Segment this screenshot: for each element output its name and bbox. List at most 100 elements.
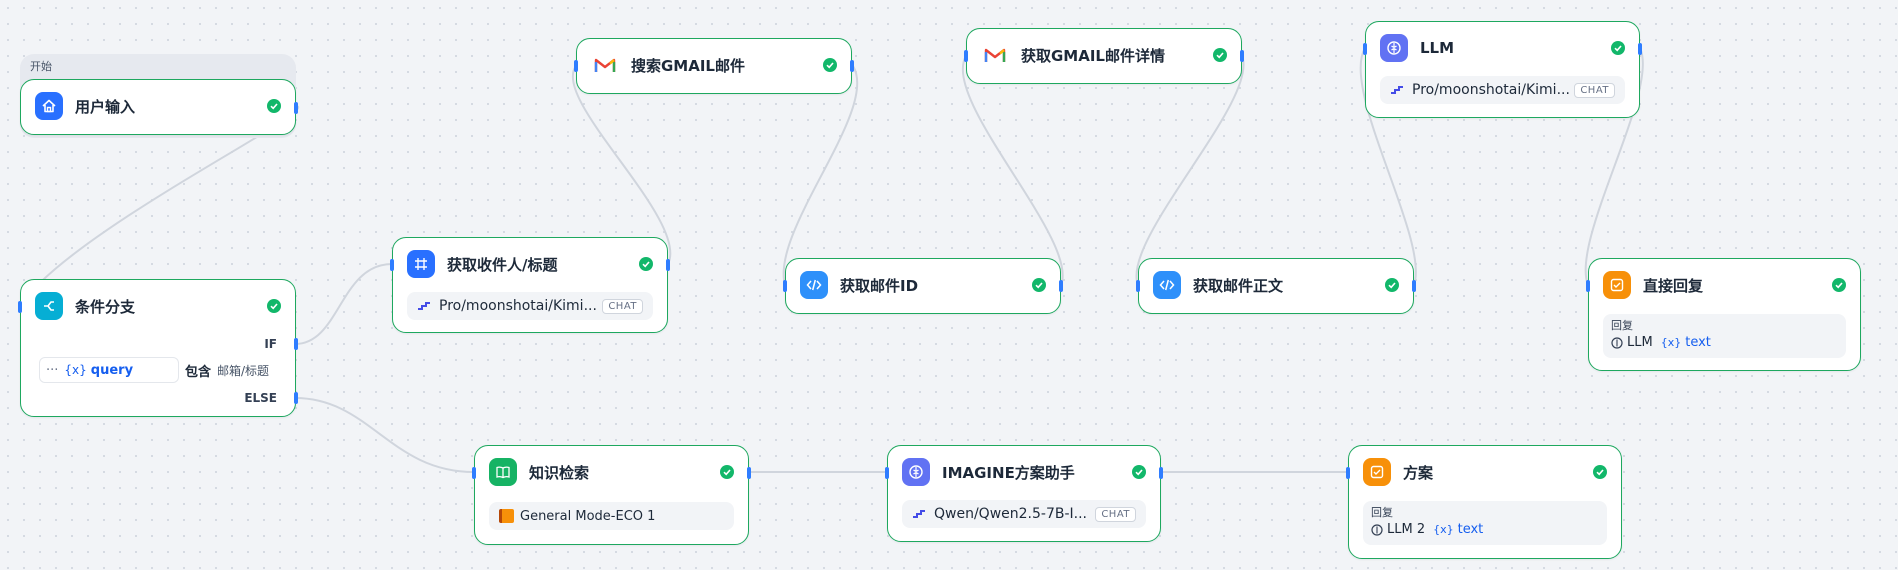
llm-brain-icon [1611, 336, 1623, 349]
output-handle[interactable] [1638, 43, 1642, 55]
output-handle[interactable] [1240, 50, 1244, 62]
else-output-handle[interactable] [294, 392, 298, 404]
output-handle[interactable] [747, 467, 751, 479]
llm-brain-icon [1380, 34, 1408, 62]
model-name: Pro/moonshotai/Kimi... [1412, 82, 1570, 98]
condition-value: 邮箱/标题 [217, 363, 270, 378]
node-search-gmail[interactable]: 搜索GMAIL邮件 [574, 38, 854, 94]
variable-icon: {x} [1660, 336, 1682, 349]
parameter-extractor-icon [407, 250, 435, 278]
node-parameter-extractor[interactable]: 获取收件人/标题 Pro/moonshotai/Kimi... CHAT [390, 237, 670, 333]
output-handle[interactable] [850, 60, 854, 72]
condition-variable-pill[interactable]: ··· {x} query [39, 357, 179, 383]
node-title: 获取收件人/标题 [447, 255, 558, 274]
node-title: 直接回复 [1643, 276, 1704, 295]
else-label: ELSE [244, 391, 277, 405]
start-group-label: 开始 [30, 60, 52, 73]
node-title: 条件分支 [75, 297, 136, 316]
node-get-mail-body[interactable]: 获取邮件正文 [1136, 258, 1416, 314]
condition-variable: query [90, 362, 134, 378]
output-handle[interactable] [1412, 280, 1416, 292]
check-circle-icon [267, 299, 281, 313]
edge-if-to-extract [294, 263, 393, 345]
input-handle[interactable] [472, 467, 476, 479]
check-circle-icon [1832, 278, 1846, 292]
edge-else-to-knowledge [294, 397, 475, 473]
output-handle[interactable] [294, 102, 298, 114]
reply-label: 回复 [1371, 506, 1393, 519]
reply-variable: LLM 2 {x} text [1371, 522, 1483, 537]
reply-var-name: text [1457, 522, 1484, 537]
reply-source: LLM 2 [1387, 522, 1426, 537]
model-selector[interactable]: Pro/moonshotai/Kimi... CHAT [1380, 76, 1625, 104]
edge-search-to-mailid [782, 65, 859, 286]
input-handle[interactable] [885, 467, 889, 479]
chat-badge: CHAT [1095, 506, 1136, 522]
node-title: 用户输入 [75, 97, 136, 116]
knowledge-base-item[interactable]: General Mode-ECO 1 [489, 502, 734, 530]
check-circle-icon [720, 465, 734, 479]
check-circle-icon [639, 257, 653, 271]
model-provider-icon [418, 302, 430, 310]
node-title: 方案 [1403, 463, 1434, 482]
model-name: Pro/moonshotai/Kimi... [439, 298, 597, 314]
node-knowledge-retrieval[interactable]: 知识检索 General Mode-ECO 1 [472, 445, 751, 545]
check-circle-icon [1385, 278, 1399, 292]
edge-detail-to-body [1135, 55, 1245, 286]
model-provider-icon [913, 510, 925, 518]
output-handle[interactable] [666, 259, 670, 271]
chat-badge: CHAT [602, 298, 643, 314]
node-condition-branch[interactable]: 条件分支 IF ··· {x} query 包含 邮箱/标题 ELSE [18, 279, 298, 417]
llm-brain-icon [1371, 523, 1383, 536]
input-handle[interactable] [783, 280, 787, 292]
node-plan-reply[interactable]: 方案 回复 LLM 2 {x} text [1346, 445, 1622, 559]
node-get-mail-id[interactable]: 获取邮件ID [783, 258, 1063, 314]
edge-mailid-to-detail [962, 55, 1064, 286]
check-circle-icon [1611, 41, 1625, 55]
node-gmail-detail[interactable]: 获取GMAIL邮件详情 [964, 28, 1244, 84]
input-handle[interactable] [1363, 43, 1367, 55]
model-selector[interactable]: Qwen/Qwen2.5-7B-I... CHAT [902, 500, 1146, 528]
output-handle[interactable] [1059, 280, 1063, 292]
condition-row[interactable]: ··· {x} query 包含 邮箱/标题 [39, 357, 277, 383]
input-handle[interactable] [574, 60, 578, 72]
reply-var-name: text [1685, 335, 1711, 350]
output-handle[interactable] [1159, 467, 1163, 479]
node-title: 获取邮件正文 [1193, 276, 1284, 295]
variable-icon: {x} [1433, 523, 1454, 536]
input-handle[interactable] [390, 259, 394, 271]
knowledge-base-name: General Mode-ECO 1 [520, 508, 656, 524]
more-icon: ··· [46, 362, 59, 378]
input-handle[interactable] [964, 50, 968, 62]
edge-extract-to-search [572, 65, 672, 265]
model-provider-icon [1391, 86, 1403, 94]
check-circle-icon [823, 58, 837, 72]
code-icon [800, 271, 828, 299]
node-direct-reply[interactable]: 直接回复 回复 LLM {x} text [1586, 258, 1861, 371]
node-title: 获取GMAIL邮件详情 [1021, 46, 1165, 65]
if-output-handle[interactable] [294, 338, 298, 350]
node-title: 知识检索 [529, 463, 590, 482]
gmail-icon [591, 51, 619, 79]
input-handle[interactable] [1586, 280, 1590, 292]
input-handle[interactable] [1136, 280, 1140, 292]
variable-icon: {x} [64, 363, 87, 377]
dataset-icon [499, 509, 514, 523]
node-title: LLM [1420, 39, 1455, 57]
code-icon [1153, 271, 1181, 299]
check-circle-icon [1132, 465, 1146, 479]
input-handle[interactable] [18, 301, 22, 313]
input-handle[interactable] [1346, 467, 1350, 479]
node-user-input[interactable]: 用户输入 [20, 79, 298, 135]
node-imagine-assistant[interactable]: IMAGINE方案助手 Qwen/Qwen2.5-7B-I... CHAT [885, 445, 1163, 542]
home-icon [35, 92, 63, 120]
node-llm[interactable]: LLM Pro/moonshotai/Kimi... CHAT [1363, 21, 1642, 118]
node-title: 搜索GMAIL邮件 [631, 56, 745, 75]
reply-content: 回复 LLM 2 {x} text [1363, 501, 1607, 545]
check-circle-icon [1032, 278, 1046, 292]
reply-icon [1363, 458, 1391, 486]
model-selector[interactable]: Pro/moonshotai/Kimi... CHAT [407, 292, 653, 320]
node-title: IMAGINE方案助手 [942, 463, 1075, 482]
check-circle-icon [1593, 465, 1607, 479]
